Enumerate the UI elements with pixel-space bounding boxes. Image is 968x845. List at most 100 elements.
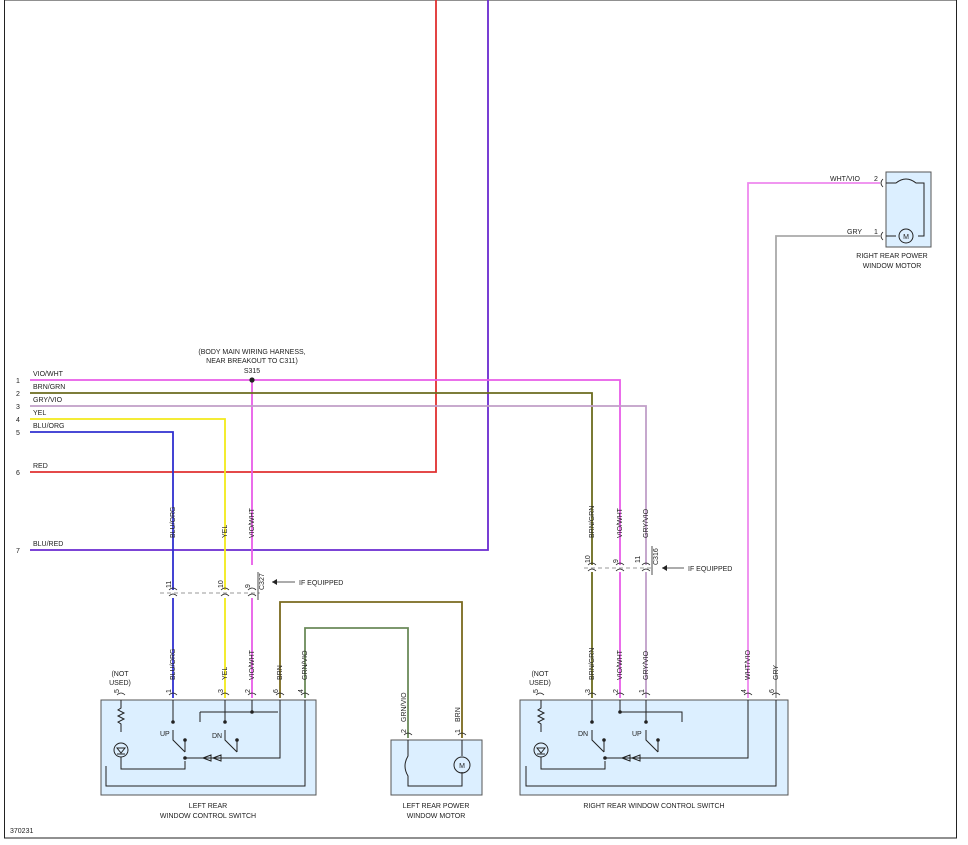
wire-wht-vio-right (747, 182, 880, 698)
right-switch-title: RIGHT REAR WINDOW CONTROL SWITCH (583, 803, 724, 810)
harness-pin-4: 4 (16, 417, 20, 424)
right-switch-wire-brn-grn: BRN/GRN (589, 648, 596, 680)
right-switch-pin-4: 4 (741, 689, 748, 693)
r-sw-dot-2 (602, 738, 606, 742)
harness-wire-3: GRY/VIO (33, 397, 63, 404)
right-rear-power-window-motor: 2 1 WHT/VIO GRY M RIGHT REAR POWER WINDO… (830, 171, 932, 270)
left-switch-title-1: LEFT REAR (189, 803, 227, 810)
right-motor-title-1: RIGHT REAR POWER (856, 253, 927, 260)
right-rear-window-control-switch: 5 3 2 1 4 6 BRN/GRN VIO/WHT GRY/VIO WHT/… (519, 648, 789, 810)
harness-pin-6: 6 (16, 470, 20, 477)
left-switch-up: UP (160, 731, 170, 738)
wire-vio-wht-harness (30, 379, 621, 565)
harness-wire-7: BLU/RED (33, 541, 63, 548)
c327-note: IF EQUIPPED (299, 580, 343, 587)
right-motor-internals (886, 178, 925, 244)
connector-c327: 11 10 9 C327 IF EQUIPPED (160, 572, 343, 600)
left-switch-wire-grn-vio: GRN/VIO (302, 650, 309, 680)
c316-pin-11: 11 (635, 556, 642, 563)
left-motor-m: M (459, 763, 465, 770)
c327-arrow-head (272, 579, 277, 585)
right-switch-pin-1: 1 (639, 689, 646, 693)
right-motor-wire-gry: GRY (847, 229, 862, 236)
right-switch-wire-wht-vio: WHT/VIO (745, 650, 752, 680)
left-switch-not-used-2: USED) (109, 680, 131, 687)
c316-pin-9: 9 (613, 559, 620, 563)
splice-s315-dot (249, 377, 255, 383)
c327-id: C327 (259, 573, 266, 590)
harness-wire-1: VIO/WHT (33, 371, 64, 378)
c327-pin-9: 9 (245, 584, 252, 588)
wire-red (30, 0, 437, 473)
wire-yel-harness (30, 418, 226, 590)
splice-id: S315 (244, 368, 260, 375)
harness-pin-7: 7 (16, 548, 20, 555)
left-switch-wire-vio-wht: VIO/WHT (249, 649, 256, 680)
c327-pin-10-symbol (220, 587, 230, 597)
label-vio-wht-upper: VIO/WHT (249, 507, 256, 538)
harness-wire-4: YEL (33, 410, 46, 417)
l-sw-dot-3 (223, 720, 227, 724)
c327-pin-9-symbol (247, 587, 257, 597)
c316-arrow-head (662, 565, 667, 571)
right-switch-pin-5: 5 (533, 689, 540, 693)
harness-pin-3: 3 (16, 404, 20, 411)
right-switch-wire-gry: GRY (773, 665, 780, 680)
right-switch-pin-3: 3 (585, 689, 592, 693)
right-switch-wire-vio-wht: VIO/WHT (617, 649, 624, 680)
right-motor-pin-1: 1 (874, 229, 878, 236)
left-motor-title-1: LEFT REAR POWER (403, 803, 470, 810)
left-switch-wire-blu-org: BLU/ORG (170, 648, 177, 680)
left-switch-pin-5: 5 (114, 689, 121, 693)
r-sw-dot-5 (618, 710, 622, 714)
right-switch-internals (525, 700, 777, 787)
r-sw-dot-3 (644, 720, 648, 724)
c327-pin-11: 11 (166, 581, 173, 588)
harness-pin-2: 2 (16, 391, 20, 398)
l-sw-dot-2 (183, 738, 187, 742)
r-sw-dot-4 (656, 738, 660, 742)
right-switch-pin-marks (535, 692, 781, 696)
label-vio-wht-upper-r: VIO/WHT (617, 507, 624, 538)
left-rear-window-control-switch: 5 1 3 2 6 4 BLU/ORG YEL VIO/WHT BRN GRN/… (100, 648, 317, 820)
left-switch-pin-1: 1 (166, 689, 173, 693)
left-rear-power-window-motor: 2 1 GRN/VIO BRN M LEFT REAR POWER WINDOW… (390, 692, 483, 820)
left-motor-pin-marks (403, 732, 467, 736)
wire-blu-red (30, 0, 489, 551)
right-motor-pin-2: 2 (874, 176, 878, 183)
harness-pin-5: 5 (16, 430, 20, 437)
l-sw-dot-6 (183, 756, 187, 760)
left-motor-pin-2: 2 (401, 729, 408, 733)
wire-brn-left (279, 601, 463, 738)
c316-pin-9-symbol (615, 562, 625, 572)
c316-pin-11-symbol (641, 562, 651, 572)
l-sw-dot-4 (235, 738, 239, 742)
label-blu-org-upper: BLU/ORG (170, 506, 177, 538)
right-motor-m: M (903, 234, 909, 241)
left-switch-pin-4: 4 (298, 689, 305, 693)
right-motor-wire-wht-vio: WHT/VIO (830, 176, 860, 183)
right-switch-wire-gry-vio: GRY/VIO (643, 650, 650, 680)
left-switch-not-used-1: (NOT (111, 671, 129, 678)
right-motor-title-2: WINDOW MOTOR (863, 263, 922, 270)
c316-id: C316 (653, 548, 660, 565)
wire-blu-org-harness (30, 431, 174, 590)
r-sw-dot-6 (603, 756, 607, 760)
harness-labels: 1 VIO/WHT 2 BRN/GRN 3 GRY/VIO 4 YEL 5 BL… (16, 349, 306, 555)
c316-pin-10: 10 (585, 555, 592, 563)
c316-pin-10-symbol (587, 562, 597, 572)
left-switch-box (100, 699, 317, 796)
left-switch-wire-yel: YEL (222, 667, 229, 680)
harness-wire-6: RED (33, 463, 48, 470)
left-switch-title-2: WINDOW CONTROL SWITCH (160, 813, 256, 820)
right-switch-not-used-2: USED) (529, 680, 551, 687)
c327-pin-10: 10 (218, 580, 225, 588)
diagram-id: 370231 (10, 828, 33, 835)
c316-note: IF EQUIPPED (688, 566, 732, 573)
left-switch-pin-6: 6 (273, 689, 280, 693)
harness-wire-2: BRN/GRN (33, 384, 65, 391)
wires (30, 0, 880, 738)
left-motor-internals (404, 740, 471, 787)
splice-note-line-1: (BODY MAIN WIRING HARNESS, (198, 349, 305, 356)
